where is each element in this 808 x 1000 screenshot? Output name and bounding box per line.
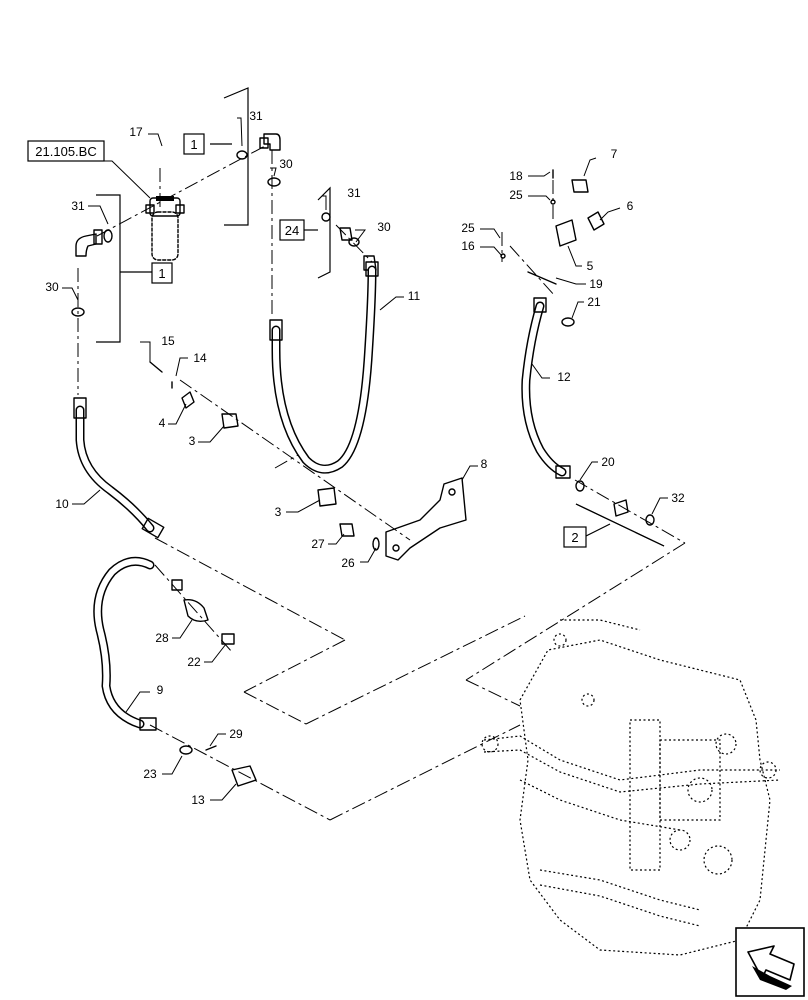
elbow-fitting-left bbox=[75, 229, 113, 257]
callout: 10 bbox=[55, 497, 69, 511]
callout: 31 bbox=[249, 109, 263, 123]
callout: 28 bbox=[155, 631, 169, 645]
callout: 26 bbox=[341, 556, 355, 570]
callout: 20 bbox=[601, 455, 615, 469]
callout: 21 bbox=[587, 295, 601, 309]
bracket-8 bbox=[385, 477, 467, 561]
small-parts bbox=[149, 361, 380, 787]
callout: 6 bbox=[627, 199, 634, 213]
transmission-housing bbox=[481, 619, 781, 956]
callout: 25 bbox=[461, 221, 475, 235]
fittings-right-top bbox=[500, 169, 655, 526]
callout: 23 bbox=[143, 767, 157, 781]
hose-12 bbox=[521, 297, 571, 479]
callout: 30 bbox=[45, 280, 59, 294]
svg-text:1: 1 bbox=[190, 137, 197, 152]
callouts: 17 31 30 31 30 1 31 24 30 11 18 25 7 6 2… bbox=[45, 109, 685, 807]
callout: 12 bbox=[557, 370, 571, 384]
boxed-label-1-left[interactable]: 1 bbox=[151, 262, 173, 284]
svg-text:1: 1 bbox=[158, 266, 165, 281]
svg-text:2: 2 bbox=[571, 530, 578, 545]
o-ring-30-top bbox=[267, 177, 281, 187]
nav-arrow-icon[interactable] bbox=[735, 927, 805, 997]
callout: 13 bbox=[191, 793, 205, 807]
group-brackets bbox=[96, 87, 665, 547]
callout: 16 bbox=[461, 239, 475, 253]
o-ring-30-left bbox=[71, 307, 85, 317]
callout: 30 bbox=[279, 157, 293, 171]
callout: 27 bbox=[311, 537, 325, 551]
pipe-9 bbox=[93, 556, 157, 731]
callout: 17 bbox=[129, 125, 143, 139]
callout: 3 bbox=[275, 505, 282, 519]
callout: 14 bbox=[193, 351, 207, 365]
callout: 3 bbox=[189, 434, 196, 448]
hose-10 bbox=[73, 397, 165, 539]
callout: 15 bbox=[161, 334, 175, 348]
callout: 22 bbox=[187, 655, 201, 669]
leader-lines bbox=[62, 117, 668, 801]
callout: 19 bbox=[589, 277, 603, 291]
hose-11 bbox=[269, 261, 379, 474]
callout: 8 bbox=[481, 457, 488, 471]
boxed-label-1-top[interactable]: 1 bbox=[183, 133, 205, 155]
boxed-label-24[interactable]: 24 bbox=[279, 219, 305, 241]
alignment-lines bbox=[77, 145, 686, 821]
callout: 9 bbox=[157, 683, 164, 697]
callout: 18 bbox=[509, 169, 523, 183]
reference-box-21-105-bc[interactable]: 21.105.BC bbox=[27, 140, 105, 162]
callout: 11 bbox=[408, 289, 421, 303]
elbow-fitting-top bbox=[236, 133, 281, 160]
svg-text:24: 24 bbox=[285, 223, 299, 238]
callout: 4 bbox=[159, 416, 166, 430]
callout: 31 bbox=[71, 199, 85, 213]
callout: 31 bbox=[347, 186, 361, 200]
boxed-label-2[interactable]: 2 bbox=[563, 526, 587, 548]
callout: 5 bbox=[587, 259, 594, 273]
reference-box-label: 21.105.BC bbox=[35, 144, 96, 159]
callout: 25 bbox=[509, 188, 523, 202]
callout: 30 bbox=[377, 220, 391, 234]
oil-filter-assembly bbox=[145, 196, 185, 261]
callout: 29 bbox=[229, 727, 243, 741]
callout: 7 bbox=[611, 147, 618, 161]
callout: 32 bbox=[671, 491, 685, 505]
